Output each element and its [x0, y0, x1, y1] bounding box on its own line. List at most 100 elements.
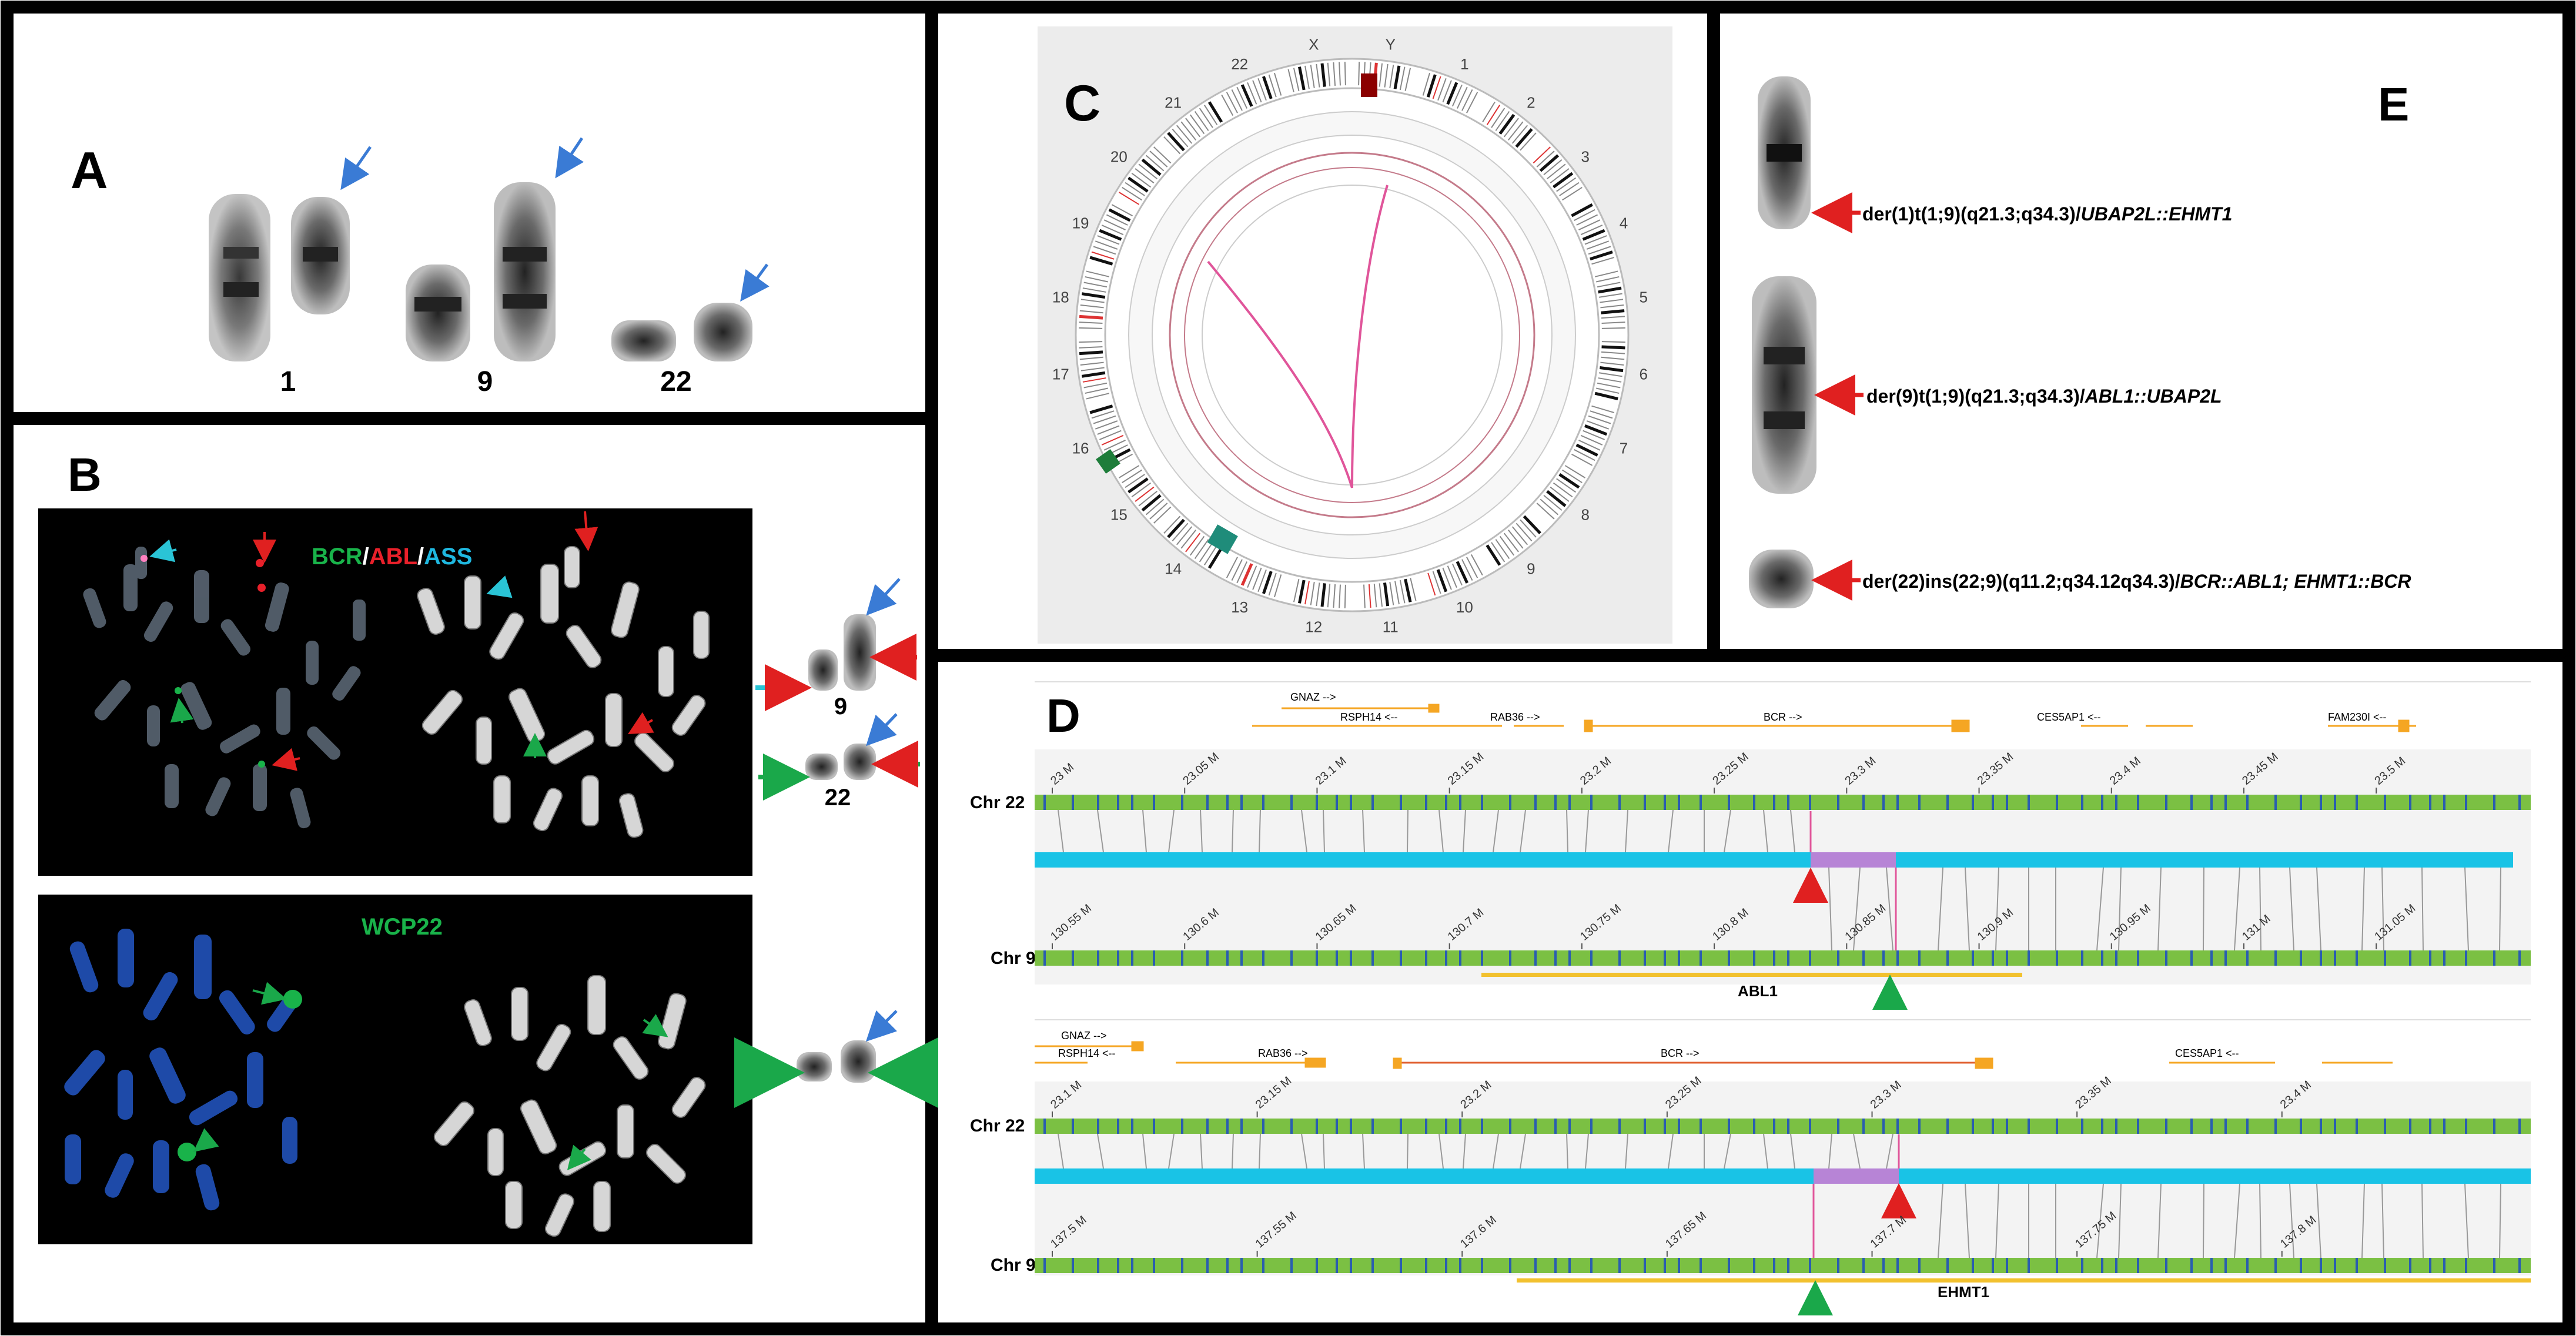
circos-label: 16 [1072, 439, 1089, 457]
track-mark [1896, 795, 1899, 810]
circos-band [1539, 154, 1560, 172]
alignment-link [2464, 1183, 2469, 1258]
circos-band [1122, 186, 1142, 201]
alignment-link [2234, 1183, 2240, 1258]
circos-band [1086, 393, 1109, 400]
alignment-link [1407, 1133, 1409, 1169]
circos-band [1231, 559, 1243, 581]
circos-band [1580, 225, 1603, 236]
circos-band [1262, 76, 1273, 99]
alignment-link [1886, 867, 1893, 951]
circos-band [1503, 118, 1519, 138]
circos-band [1176, 125, 1193, 144]
track-mark [2081, 795, 2083, 810]
side-label-22: 22 [825, 785, 851, 811]
alignment-link [2499, 867, 2501, 951]
track-mark [2224, 950, 2227, 966]
track-mark [1072, 795, 1074, 810]
side-label-9: 9 [834, 694, 847, 719]
circos-band [1194, 539, 1209, 560]
circos-band [1231, 89, 1243, 111]
circos-band [1327, 584, 1331, 608]
track-mark [2493, 950, 2495, 966]
alignment-link [1407, 809, 1409, 853]
circos-band [1106, 214, 1128, 226]
alignment-link [1097, 809, 1104, 853]
circos-band [1470, 554, 1483, 576]
panel-a-letter: A [71, 141, 108, 199]
track-mark [2101, 1258, 2103, 1273]
track-mark [1773, 1258, 1775, 1273]
track-mark [1240, 1258, 1243, 1273]
track-mark [2137, 950, 2139, 966]
circos-label: 8 [1581, 505, 1589, 523]
track-mark [1534, 1119, 1537, 1134]
track-mark [2056, 795, 2058, 810]
d-bottom-gene-gnaz: GNAZ --> [1061, 1030, 1107, 1042]
circos-band [1404, 68, 1411, 91]
circos-band [1081, 292, 1106, 299]
track-mark [1992, 1119, 1994, 1134]
track-mark [1445, 950, 1447, 966]
alignment-link [1790, 809, 1795, 853]
track-mark [1728, 1258, 1730, 1273]
circos-band [1499, 535, 1515, 556]
alignment-link [1200, 1133, 1203, 1169]
circos-band [1333, 62, 1336, 86]
circos-band [1097, 425, 1120, 435]
circos-band [1426, 74, 1437, 98]
circos-band [1600, 361, 1624, 366]
track-mark [1992, 1258, 1994, 1273]
track-mark [1371, 1119, 1374, 1134]
circos-band [1574, 209, 1595, 221]
track-mark [1678, 950, 1680, 966]
circos-band [1536, 150, 1555, 168]
circos-label: 2 [1527, 93, 1535, 111]
track-mark [1425, 1119, 1427, 1134]
circos-band [1591, 405, 1615, 414]
circos-band [1379, 583, 1383, 607]
track-mark [2081, 950, 2083, 966]
alignment-link [2381, 1183, 2384, 1258]
track-mark [1097, 1258, 1099, 1273]
track-mark [2493, 1119, 2495, 1134]
circos-band [1079, 350, 1103, 356]
circos-band [1491, 108, 1506, 128]
alignment-link [1585, 809, 1589, 853]
alignment-link [2289, 1183, 2294, 1258]
alignment-link [1301, 1133, 1307, 1169]
circos-band [1145, 498, 1165, 515]
circos-band [1086, 270, 1109, 277]
alignment-link [2096, 867, 2104, 951]
alignment-link [2096, 1183, 2104, 1258]
circos-band [1262, 571, 1273, 594]
circos-band [1080, 367, 1105, 371]
circos-band [1118, 465, 1140, 478]
track-mark [2006, 795, 2008, 810]
track-mark [1316, 795, 1318, 810]
alignment-link [2157, 1183, 2162, 1258]
circos-band [1203, 105, 1218, 125]
circos-band [1442, 80, 1452, 103]
track-mark [1837, 1258, 1839, 1273]
circos-band [1466, 557, 1478, 578]
circos-band [1199, 542, 1213, 562]
track-mark [1043, 795, 1046, 810]
track-mark [1918, 950, 1921, 966]
track-mark [2356, 1119, 2358, 1134]
circos-band [1558, 473, 1580, 489]
circos-band [1079, 341, 1103, 343]
circos-band [1185, 533, 1201, 553]
circos-label: 15 [1110, 505, 1128, 523]
track-mark [1400, 1119, 1402, 1134]
chr-label-1: 1 [280, 366, 296, 397]
track-mark [2518, 1119, 2521, 1134]
alignment-link [1853, 1133, 1861, 1169]
track-mark [2165, 795, 2167, 810]
circos-band [1578, 440, 1601, 451]
track-mark [1117, 1119, 1119, 1134]
track-mark [2518, 795, 2521, 810]
track-mark [1181, 795, 1183, 810]
circos-band [1128, 477, 1149, 494]
